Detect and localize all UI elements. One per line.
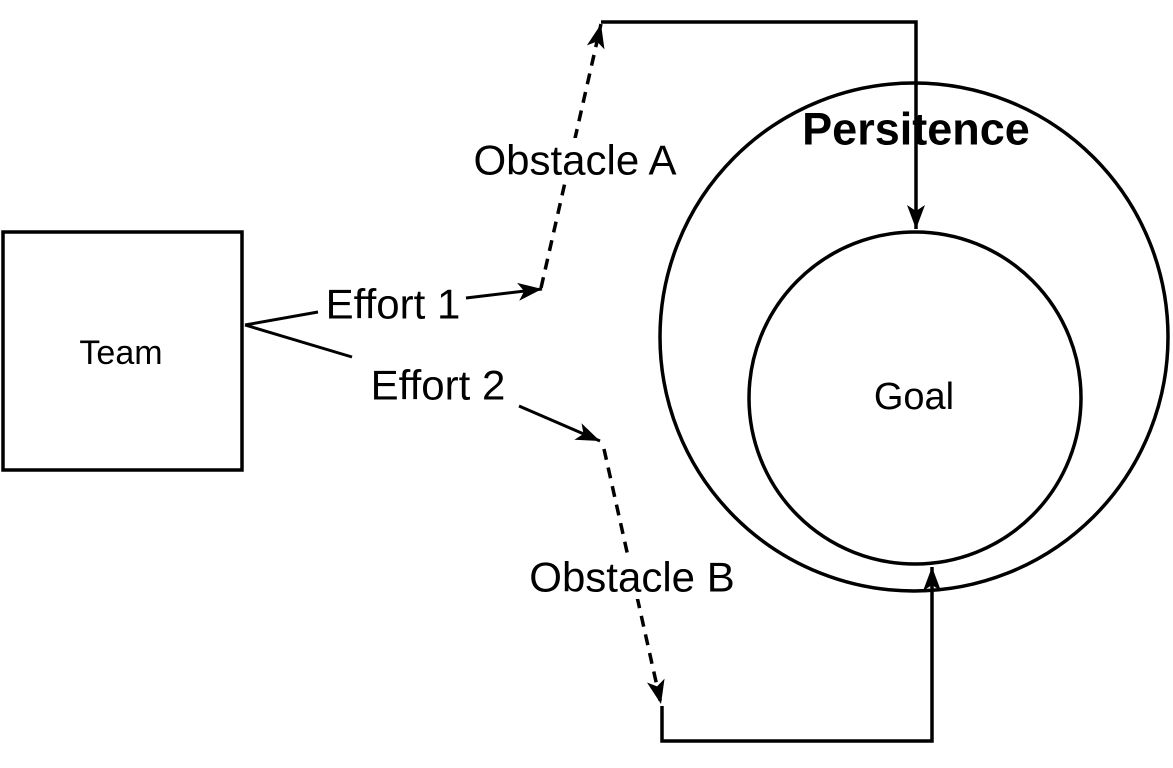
effort-2-arrow xyxy=(518,404,601,443)
team-node-box xyxy=(1,230,244,472)
effort-1-arrow xyxy=(465,282,543,301)
persistence-label: Persitence xyxy=(802,104,1030,155)
obstacle-a-label-background xyxy=(457,138,693,182)
persistence-outer-circle xyxy=(658,81,1170,593)
effort-1-leader-line xyxy=(244,310,319,327)
persistence-return-path-top xyxy=(601,20,925,229)
goal-label: Goal xyxy=(874,376,954,418)
effort-2-leader-line xyxy=(244,323,353,359)
obstacle-b-label-background xyxy=(516,555,748,599)
effort-2-label: Effort 2 xyxy=(371,362,506,409)
effort-1-label: Effort 1 xyxy=(326,281,461,328)
obstacle-b-dashed-arrow xyxy=(602,448,665,705)
goal-inner-circle xyxy=(747,230,1083,566)
team-label: Team xyxy=(79,334,162,372)
obstacle-b-label: Obstacle B xyxy=(529,554,734,601)
persistence-return-path-bottom xyxy=(660,567,941,743)
obstacle-a-label: Obstacle A xyxy=(473,137,676,184)
